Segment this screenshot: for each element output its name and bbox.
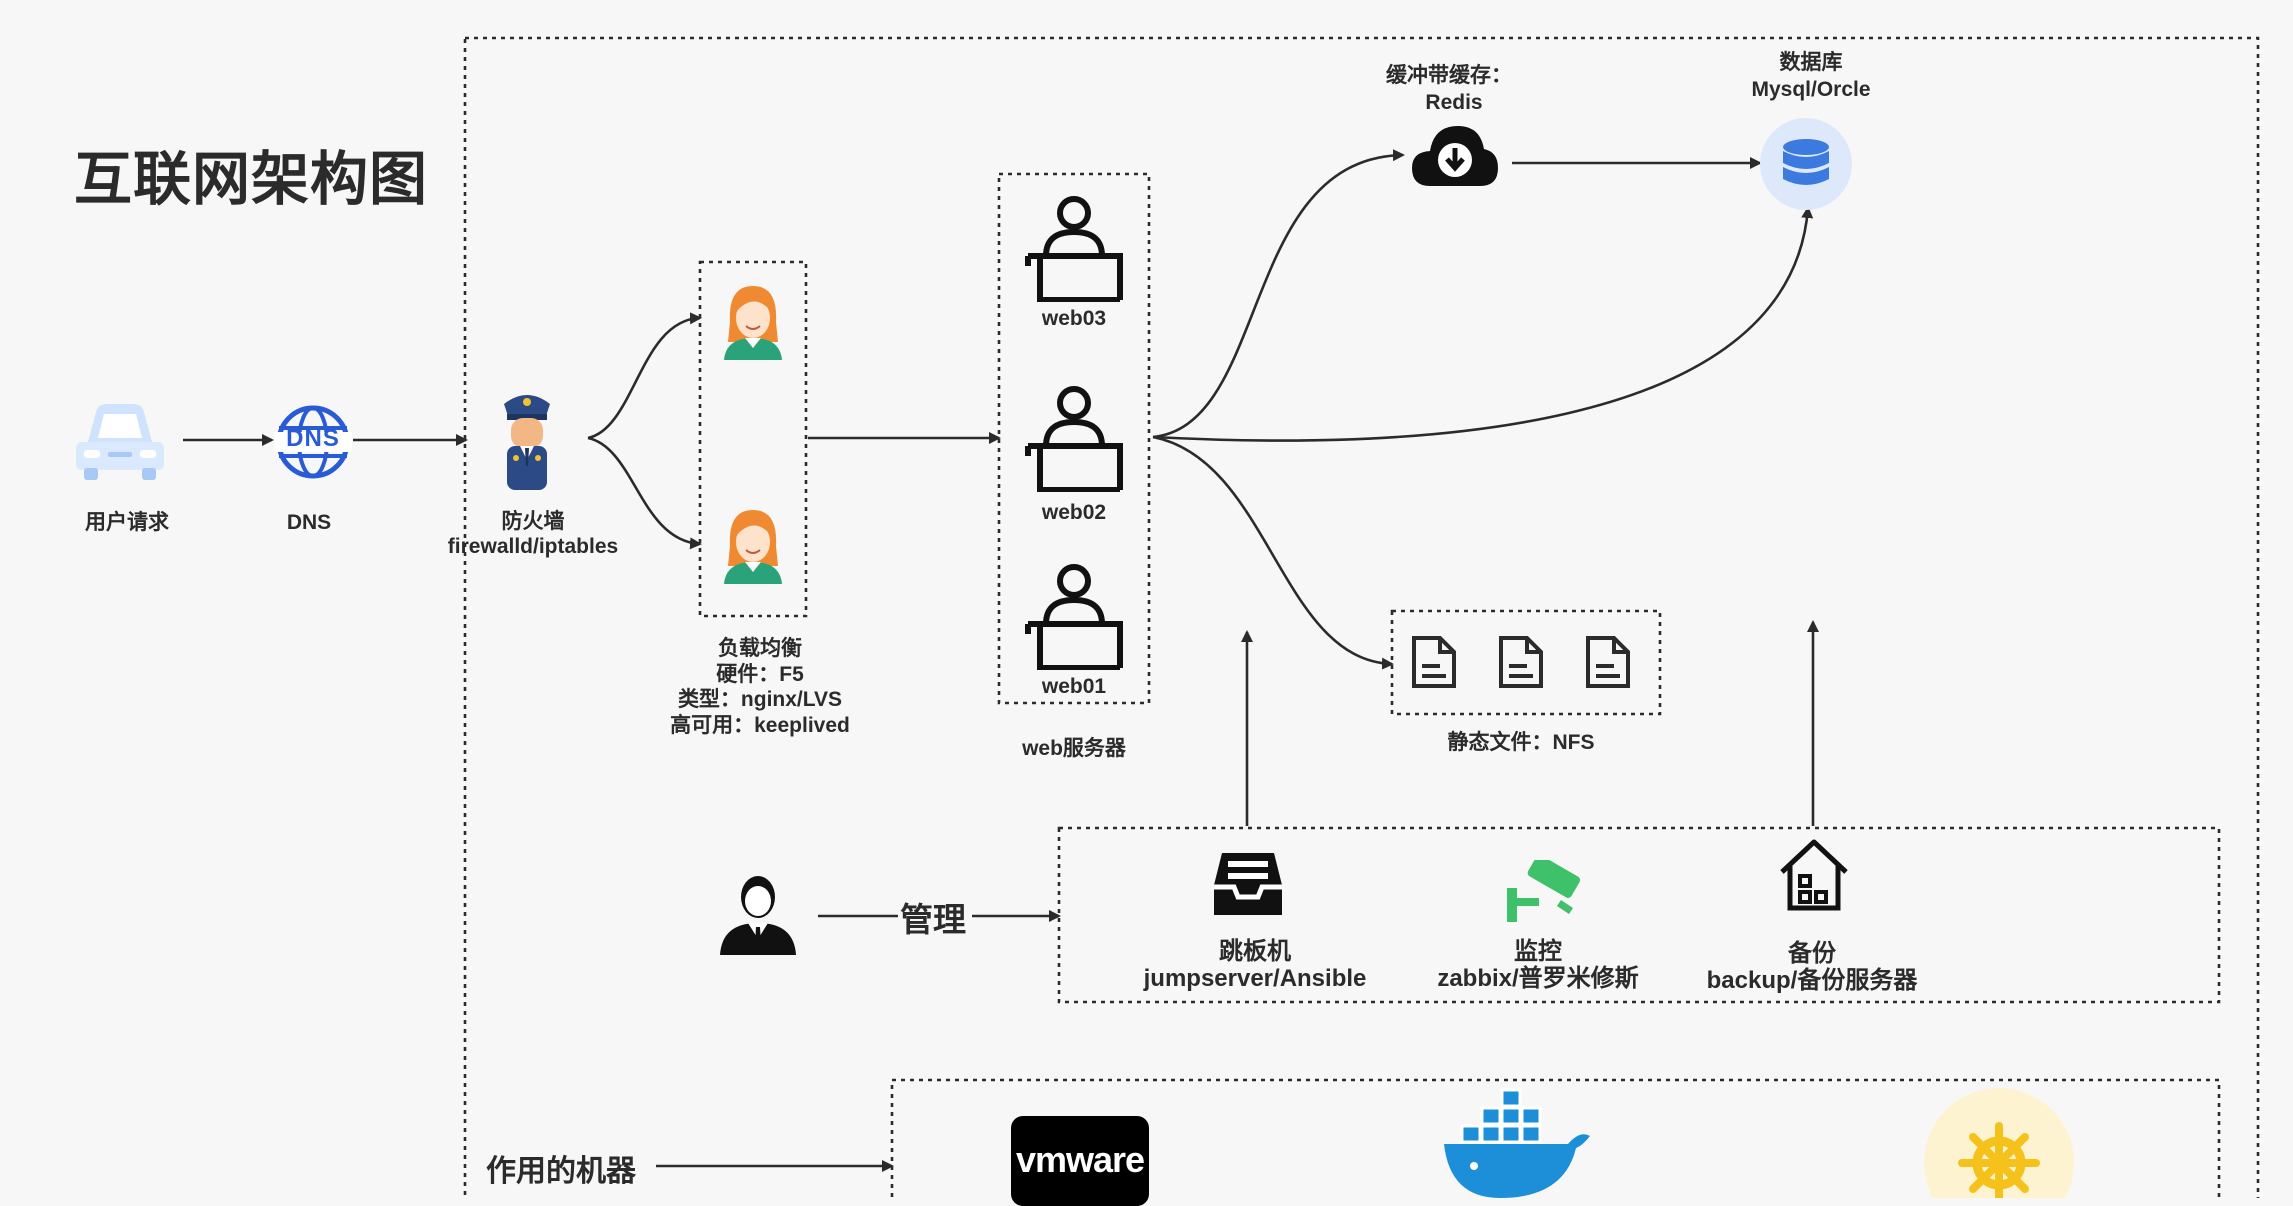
edge-fw-lb-top xyxy=(587,312,702,440)
static-files-box xyxy=(1390,609,1662,716)
lb-label-4: 高可用：keeplived xyxy=(670,714,850,737)
lb-label-3: 类型：nginx/LVS xyxy=(677,688,843,711)
page-title: 互联网架构图 xyxy=(74,147,429,212)
web03-label: web03 xyxy=(1041,307,1107,330)
document-icon xyxy=(1499,636,1543,688)
firewall-label-1: 防火墙 xyxy=(501,510,565,533)
dns-icon-text: DNS xyxy=(286,425,340,452)
web-group-label: web服务器 xyxy=(1022,737,1126,760)
static-files-label: 静态文件：NFS xyxy=(1447,731,1595,754)
inbox-tray-icon xyxy=(1214,853,1282,915)
web-server-desk-icon xyxy=(1025,196,1123,302)
backup-label-2: backup/备份服务器 xyxy=(1706,967,1918,994)
security-camera-icon xyxy=(1507,860,1581,922)
document-icon xyxy=(1586,636,1630,688)
cache-label-2: Redis xyxy=(1425,91,1483,114)
user-request-label: 用户请求 xyxy=(85,511,169,534)
management-box xyxy=(1057,826,2221,1004)
web-server-desk-icon xyxy=(1025,386,1123,492)
monitor-label-2: zabbix/普罗米修斯 xyxy=(1437,965,1639,992)
edge-fw-lb-bottom xyxy=(587,436,702,550)
load-balancer-avatar-icon xyxy=(724,286,782,360)
car-icon xyxy=(76,404,164,480)
machines-box xyxy=(890,1078,2221,1198)
admin-person-icon xyxy=(720,876,796,955)
docker-whale-icon xyxy=(1444,1088,1590,1198)
load-balancer-box xyxy=(698,260,808,618)
load-balancer-avatar-icon xyxy=(724,510,782,584)
web02-label: web02 xyxy=(1041,501,1107,524)
lb-label-2: 硬件：F5 xyxy=(716,663,804,686)
dns-globe-icon xyxy=(274,405,352,479)
edge-web-db xyxy=(1152,206,1814,442)
lb-label-1: 负载均衡 xyxy=(718,637,802,660)
cache-label-1: 缓冲带缓存： xyxy=(1386,64,1512,87)
jumpserver-label-2: jumpserver/Ansible xyxy=(1143,965,1367,992)
web01-label: web01 xyxy=(1041,675,1107,698)
dns-label: DNS xyxy=(286,511,332,534)
monitor-label-1: 监控 xyxy=(1514,938,1562,965)
helm-wheel-icon xyxy=(1924,1088,2074,1198)
backup-label-1: 备份 xyxy=(1788,940,1836,967)
database-label-1: 数据库 xyxy=(1779,51,1843,74)
home-icon xyxy=(1780,839,1848,911)
manage-label: 管理 xyxy=(900,901,966,938)
web-server-desk-icon xyxy=(1025,564,1123,670)
outer-boundary xyxy=(463,36,2260,1198)
police-officer-icon xyxy=(504,395,550,490)
edge-web-redis xyxy=(1152,149,1405,439)
web-servers-box xyxy=(997,172,1151,705)
firewall-label-2: firewalld/iptables xyxy=(447,535,619,558)
document-icon xyxy=(1412,636,1456,688)
edge-web-nfs xyxy=(1152,435,1394,670)
jumpserver-label-1: 跳板机 xyxy=(1219,938,1291,965)
vmware-logo: vmware xyxy=(1011,1116,1149,1206)
database-label-2: Mysql/Orcle xyxy=(1751,78,1871,101)
database-icon xyxy=(1760,118,1852,210)
machines-label: 作用的机器 xyxy=(486,1155,636,1188)
cloud-download-icon xyxy=(1412,126,1498,186)
